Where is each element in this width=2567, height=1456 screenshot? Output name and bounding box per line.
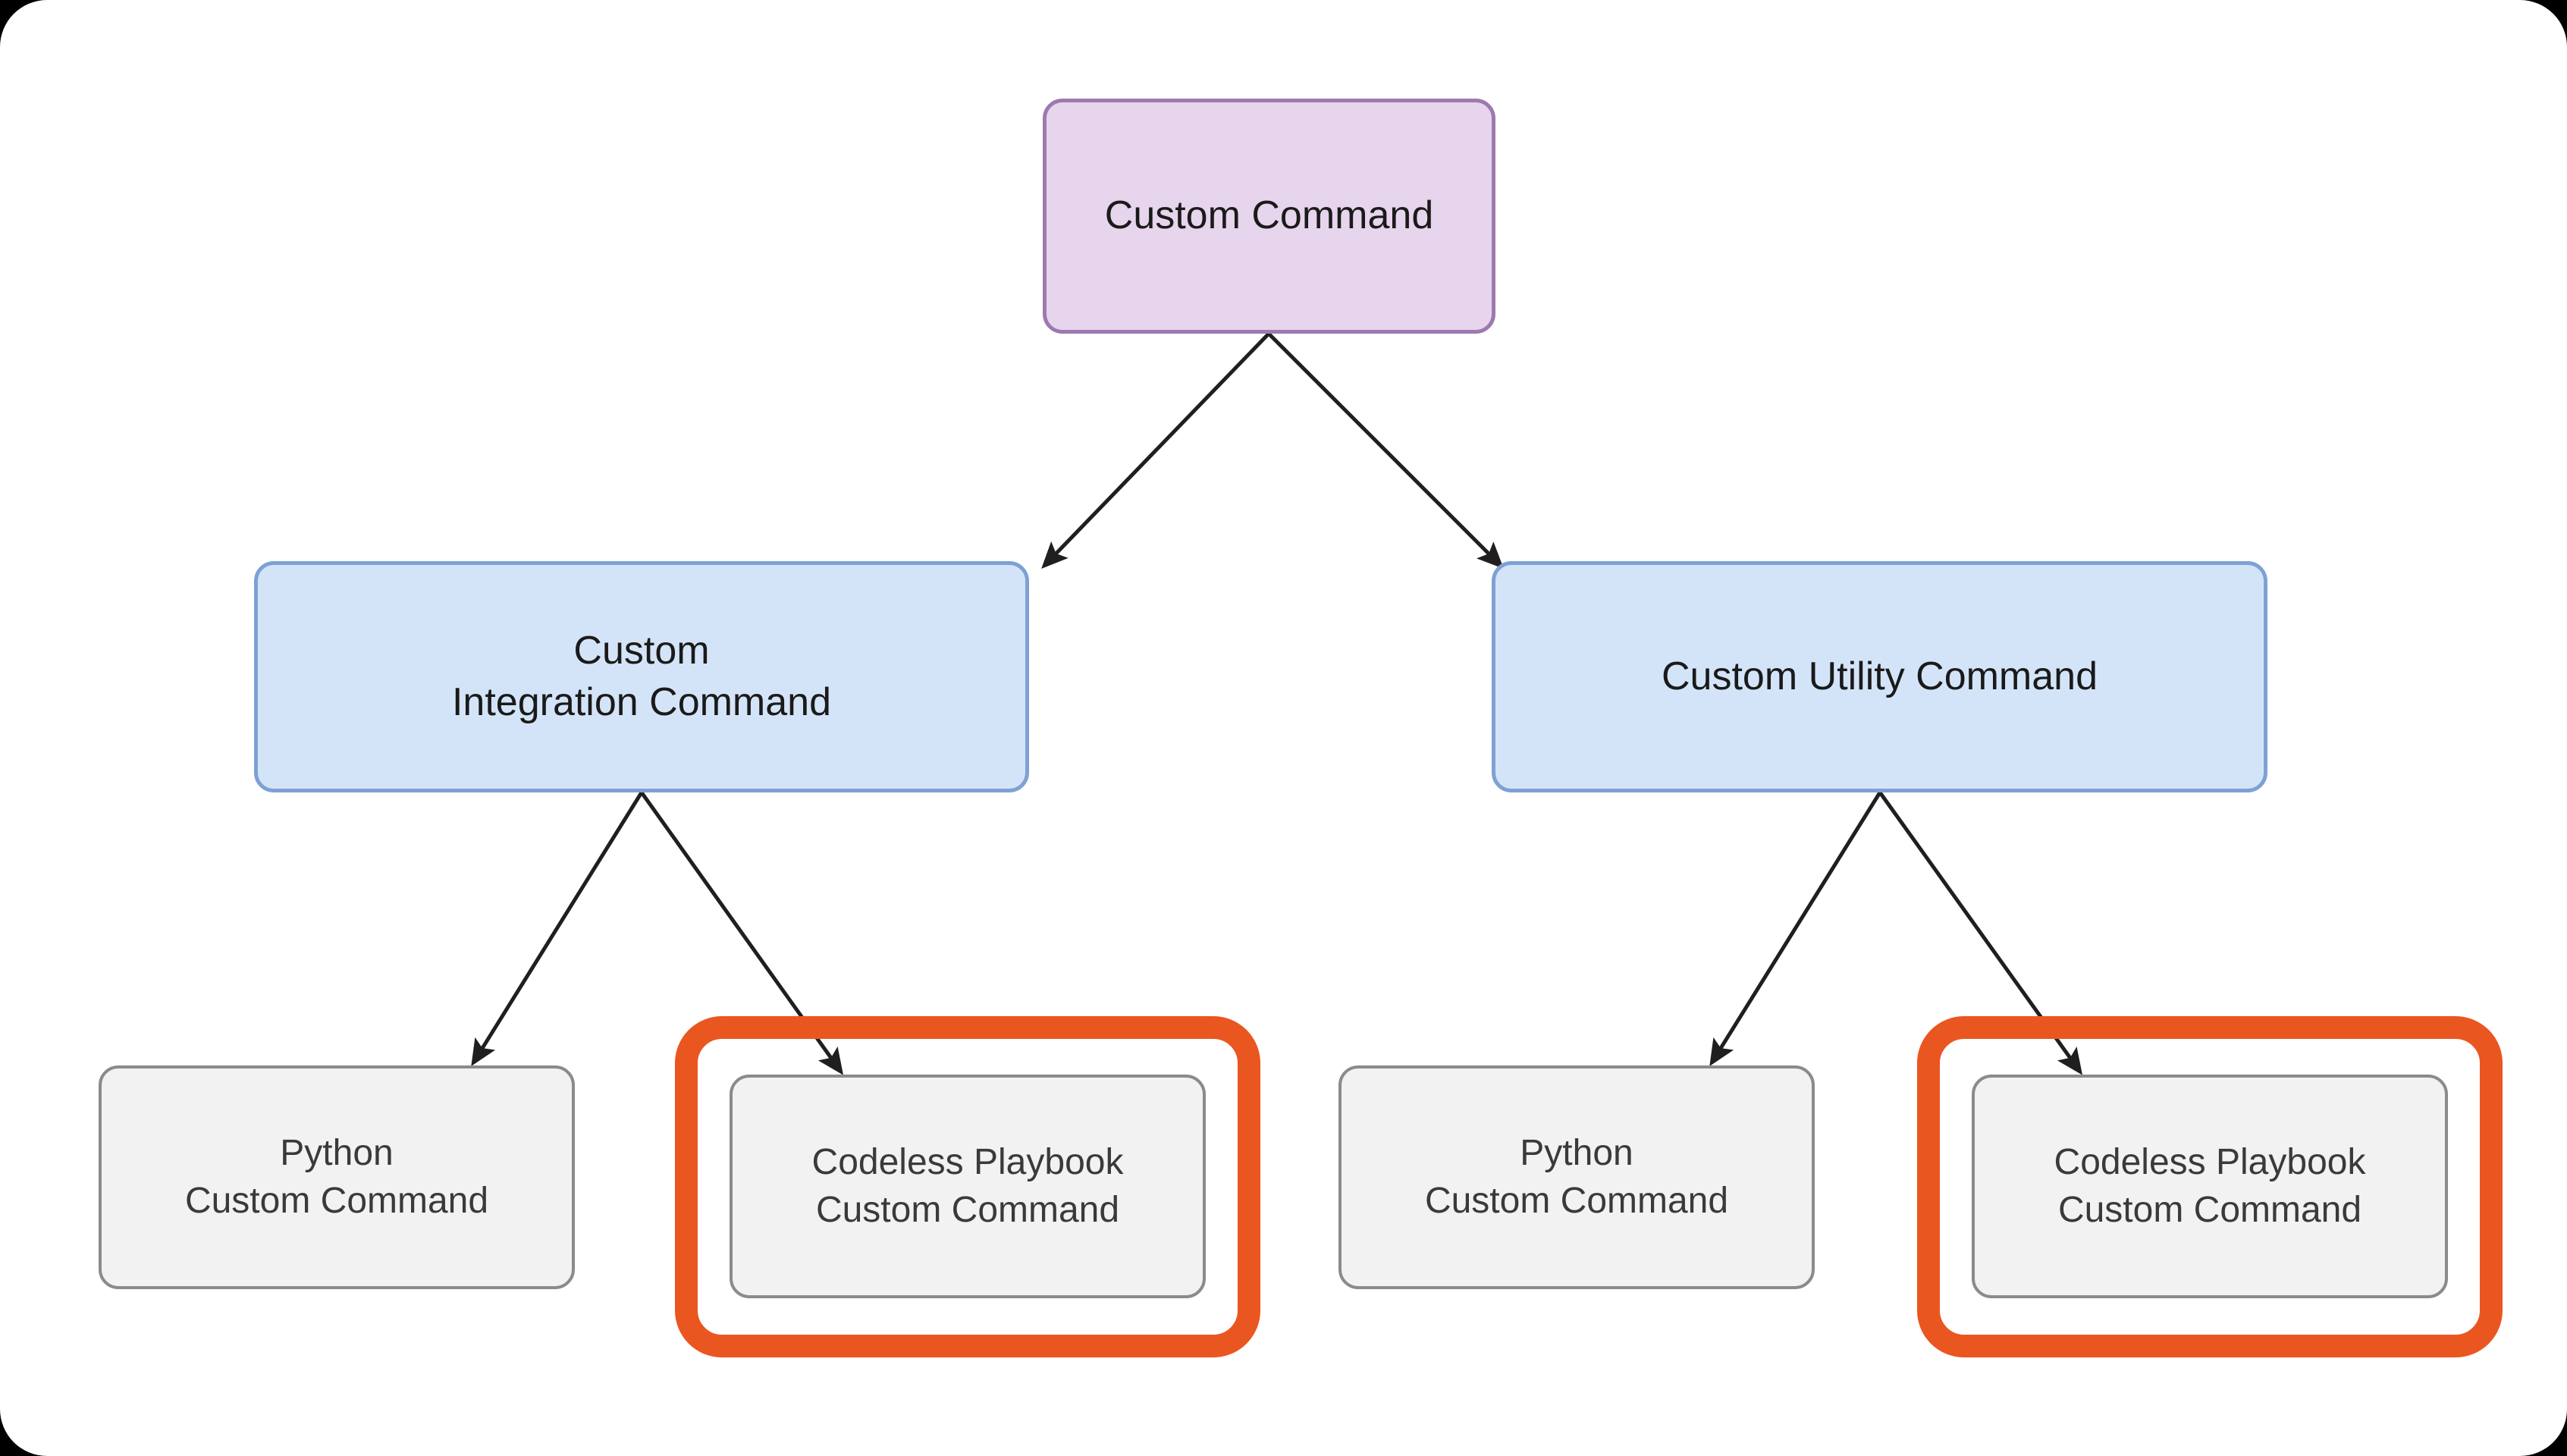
- node-label: Custom Integration Command: [451, 628, 832, 724]
- node-label: Custom Utility Command: [1661, 654, 2098, 698]
- node-label: Python Custom Command: [184, 1133, 489, 1221]
- node-custom-utility-command[interactable]: Custom Utility Command: [1492, 561, 2267, 792]
- edge-root-to-utility: [1267, 332, 1504, 569]
- node-label: Python Custom Command: [1424, 1133, 1729, 1221]
- node-label: Codeless Playbook Custom Command: [811, 1142, 1124, 1230]
- node-custom-command[interactable]: Custom Command: [1043, 99, 1495, 334]
- node-codeless-playbook-custom-command-integration[interactable]: Codeless Playbook Custom Command: [730, 1075, 1206, 1298]
- node-python-custom-command-utility[interactable]: Python Custom Command: [1338, 1065, 1815, 1289]
- node-label: Codeless Playbook Custom Command: [2054, 1142, 2366, 1230]
- edge-root-to-integration: [1041, 332, 1270, 570]
- node-codeless-playbook-custom-command-utility[interactable]: Codeless Playbook Custom Command: [1972, 1075, 2448, 1298]
- node-python-custom-command-integration[interactable]: Python Custom Command: [99, 1065, 575, 1289]
- node-label: Custom Command: [1104, 193, 1434, 238]
- highlight-ring-codeless-utility: [1917, 1016, 2503, 1357]
- edge-utility-to-python: [1709, 791, 1882, 1066]
- node-custom-integration-command[interactable]: Custom Integration Command: [254, 561, 1029, 792]
- edge-integration-to-python: [471, 791, 644, 1066]
- highlight-ring-codeless-integration: [675, 1016, 1260, 1357]
